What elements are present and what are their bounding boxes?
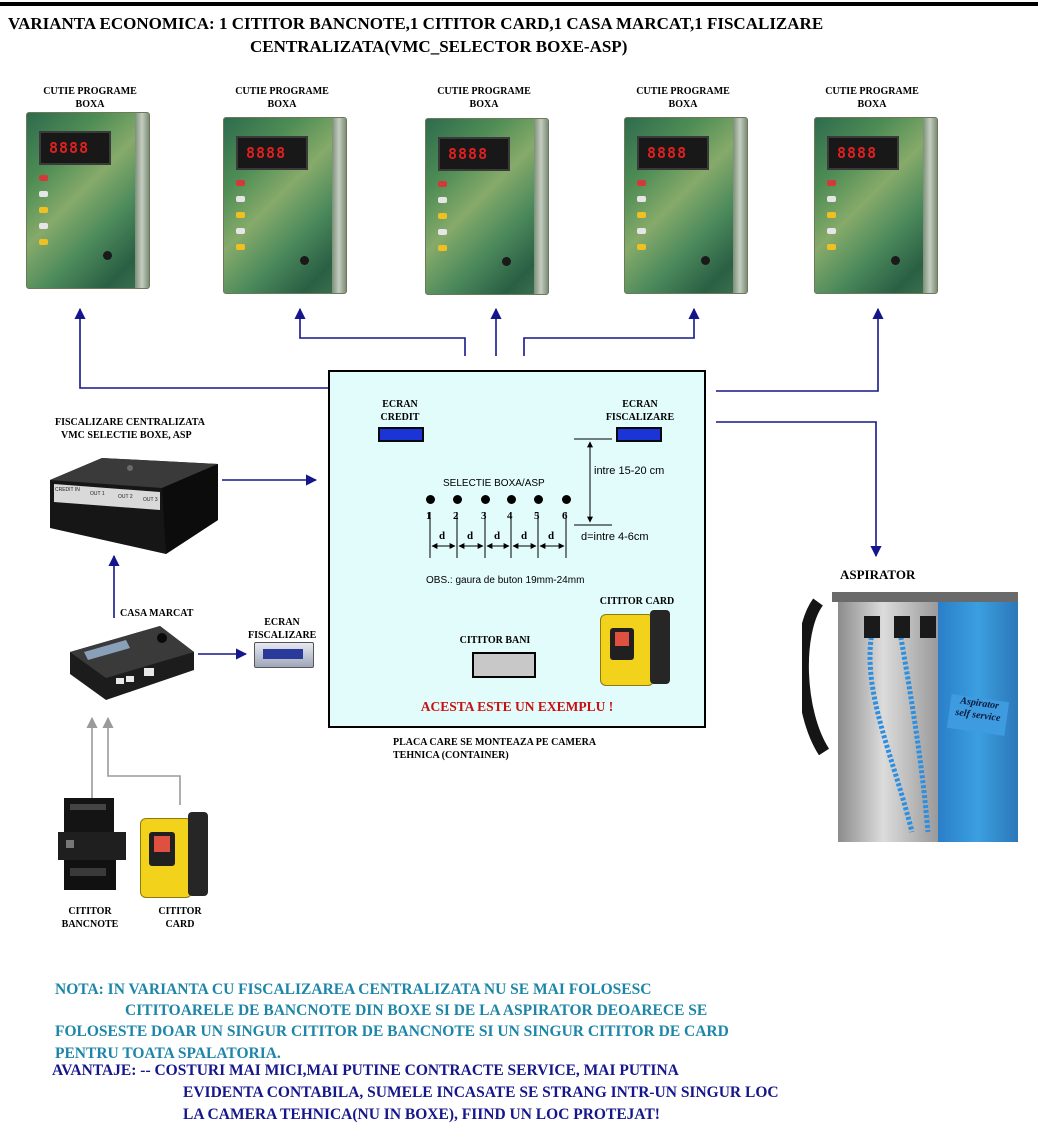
d-note: d=intre 4-6cm [581, 531, 649, 543]
exemplu-label: ACESTA ESTE UN EXEMPLU ! [420, 699, 614, 714]
fiscalizare-unit [50, 458, 218, 554]
port-out-2: OUT 2 [118, 494, 133, 500]
port-credit-in: CREDIT IN [55, 487, 80, 493]
page-title-line2: CENTRALIZATA(VMC_SELECTOR BOXE-ASP) [250, 37, 628, 56]
fiscal-screen [616, 427, 662, 442]
avantaje-line2: EVIDENTA CONTABILA, SUMELE INCASATE SE S… [183, 1084, 779, 1101]
cititor-card-label: CITITOR CARD [599, 596, 675, 607]
button-number-6: 6 [562, 510, 568, 522]
button-hole-6 [562, 495, 571, 504]
button-hole-2 [453, 495, 462, 504]
nota-line4: PENTRU TOATA SPALATORIA. [55, 1045, 281, 1062]
box-display: 8888 [637, 136, 709, 170]
distance-label: intre 15-20 cm [594, 465, 665, 477]
obs-note: OBS.: gaura de buton 19mm-24mm [426, 575, 585, 586]
button-number-3: 3 [481, 510, 487, 522]
wire-card-casa [102, 716, 181, 805]
button-number-2: 2 [453, 510, 459, 522]
top-rule [0, 2, 1038, 6]
cash-register-device [70, 626, 194, 700]
port-out-3: OUT 3 [143, 497, 158, 503]
spacing-d-1: d [439, 530, 446, 542]
button-number-4: 4 [507, 510, 513, 522]
external-fiscal-display [254, 642, 314, 668]
avantaje-line1: AVANTAJE: -- COSTURI MAI MICI,MAI PUTINE… [52, 1062, 679, 1079]
casa-marcat-label: CASA MARCAT [120, 608, 194, 619]
lock-icon [103, 251, 112, 260]
lock-icon [300, 256, 309, 265]
box-display: 8888 [438, 137, 510, 171]
avantaje-line3: LA CAMERA TEHNICA(NU IN BOXE), FIIND UN … [183, 1106, 660, 1123]
program-box-4: 8888 [624, 117, 748, 294]
box-display: 8888 [39, 131, 111, 165]
lock-icon [701, 256, 710, 265]
spacing-d-3: d [494, 530, 501, 542]
wire-box-4 [523, 307, 700, 356]
external-card-reader [140, 812, 210, 898]
program-box-1: 8888 [26, 112, 150, 289]
nota-line2: CITITOARELE DE BANCNOTE DIN BOXE SI DE L… [125, 1002, 708, 1019]
wire-box-1 [74, 307, 328, 389]
program-box-2: 8888 [223, 117, 347, 294]
lock-icon [502, 257, 511, 266]
box-display: 8888 [236, 136, 308, 170]
program-box-3: 8888 [425, 118, 549, 295]
button-hole-4 [507, 495, 516, 504]
nota-line3: FOLOSESTE DOAR UN SINGUR CITITOR DE BANC… [55, 1023, 729, 1040]
page-title-line1: VARIANTA ECONOMICA: 1 CITITOR BANCNOTE,1… [8, 14, 824, 33]
button-number-1: 1 [426, 510, 432, 522]
selectie-label: SELECTIE BOXA/ASP [443, 478, 545, 489]
port-out-1: OUT 1 [90, 491, 105, 497]
panel-card-reader [600, 610, 672, 686]
wire-box-5 [716, 307, 884, 392]
button-hole-1 [426, 495, 435, 504]
wire-box-2 [294, 307, 466, 356]
button-hole-3 [481, 495, 490, 504]
aspirator-hoses [802, 598, 936, 833]
wire-aspirator [716, 421, 882, 558]
button-number-5: 5 [534, 510, 540, 522]
panel-dimension-lines [429, 438, 612, 558]
cititor-bani-label: CITITOR BANI [459, 635, 531, 646]
spacing-d-5: d [548, 530, 555, 542]
aspirator-label: ASPIRATOR [840, 567, 916, 582]
spacing-d-2: d [467, 530, 474, 542]
spacing-d-4: d [521, 530, 528, 542]
bill-reader-slot [472, 652, 536, 678]
nota-line1: NOTA: IN VARIANTA CU FISCALIZAREA CENTRA… [55, 981, 652, 998]
credit-screen [378, 427, 424, 442]
button-hole-5 [534, 495, 543, 504]
program-box-5: 8888 [814, 117, 938, 294]
bill-reader-device [58, 798, 126, 890]
lock-icon [891, 256, 900, 265]
box-display: 8888 [827, 136, 899, 170]
